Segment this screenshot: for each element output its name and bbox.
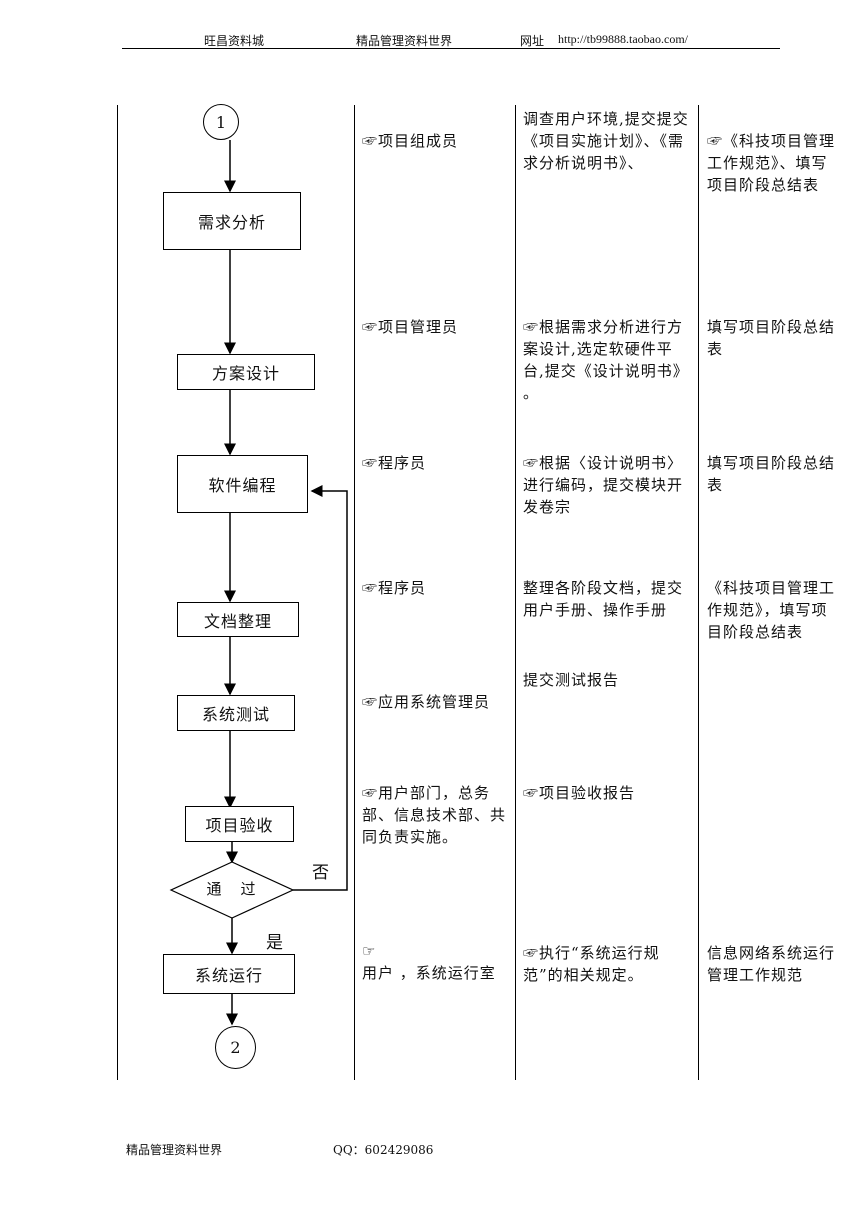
- footer-qq: QQ：602429086: [333, 1143, 434, 1157]
- row-7-role: ☞ 用户 ，系统运行室: [362, 942, 496, 982]
- row-2-doc: 填写项目阶段总结表: [707, 318, 836, 358]
- step-software-programming: 软件编程: [177, 455, 308, 513]
- row-4-doc: 《科技项目管理工作规范》，填写项目阶段总结表: [707, 579, 836, 641]
- row-1-task: 调查用户环境,提交提交《项目实施计划》、《需求分析说明书》、: [523, 110, 689, 172]
- header-url: http://tb99888.taobao.com/: [558, 32, 688, 46]
- step-system-operation: 系统运行: [163, 954, 295, 994]
- start-node-label: 1: [215, 112, 227, 132]
- start-connector: 1: [203, 104, 239, 140]
- header-middle: 精品管理资料世界: [356, 34, 453, 48]
- step-label: 方案设计: [211, 364, 280, 383]
- row-2-task: ☞根据需求分析进行方案设计,选定软硬件平台,提交《设计说明书》 。: [523, 318, 689, 402]
- row-3-task: ☞根据〈设计说明书〉进行编码，提交模块开发卷宗: [523, 454, 684, 516]
- header-url-label: 网址: [520, 34, 545, 48]
- step-label: 需求分析: [197, 213, 266, 232]
- row-6-role: ☞用户部门，总务部、信息技术部、共同负责实施。: [362, 784, 507, 846]
- row-5-role: ☞应用系统管理员: [362, 693, 491, 711]
- step-label: 系统测试: [201, 705, 270, 724]
- step-solution-design: 方案设计: [177, 354, 315, 390]
- step-project-acceptance: 项目验收: [185, 806, 294, 842]
- table-left-border: [117, 105, 118, 1080]
- end-node-label: 2: [230, 1038, 241, 1057]
- step-label: 软件编程: [208, 476, 277, 495]
- no-branch-label: 否: [312, 863, 329, 883]
- row-3-doc: 填写项目阶段总结表: [707, 454, 836, 494]
- column-divider-3: [698, 105, 699, 1080]
- yes-branch-label: 是: [266, 933, 283, 953]
- row-2-role: ☞项目管理员: [362, 318, 459, 336]
- footer-left: 精品管理资料世界: [126, 1143, 223, 1157]
- row-1-role: ☞项目组成员: [362, 132, 459, 150]
- row-4-role: ☞程序员: [362, 579, 427, 597]
- step-requirements-analysis: 需求分析: [163, 192, 301, 250]
- header-rule: [122, 48, 780, 49]
- decision-diamond: [169, 861, 295, 919]
- row-3-role: ☞程序员: [362, 454, 427, 472]
- row-5-task: 提交测试报告: [523, 671, 620, 689]
- step-document-organizing: 文档整理: [177, 602, 299, 637]
- column-divider-1: [354, 105, 355, 1080]
- row-6-task: ☞项目验收报告: [523, 784, 636, 802]
- header-left: 旺昌资料城: [204, 34, 265, 48]
- row-4-task: 整理各阶段文档，提交用户手册、操作手册: [523, 579, 684, 619]
- step-label: 系统运行: [194, 966, 263, 985]
- row-1-doc: ☞《科技项目管理工作规范》、填写项目阶段总结表: [707, 132, 836, 194]
- decision-label: 通 过: [206, 880, 258, 898]
- step-label: 文档整理: [203, 611, 272, 631]
- row-7-task: ☞执行“系统运行规范”的相关规定。: [523, 944, 660, 984]
- column-divider-2: [515, 105, 516, 1080]
- row-7-doc: 信息网络系统运行管理工作规范: [707, 944, 836, 984]
- end-connector: 2: [215, 1026, 256, 1069]
- step-label: 项目验收: [205, 816, 274, 835]
- step-system-testing: 系统测试: [177, 695, 295, 731]
